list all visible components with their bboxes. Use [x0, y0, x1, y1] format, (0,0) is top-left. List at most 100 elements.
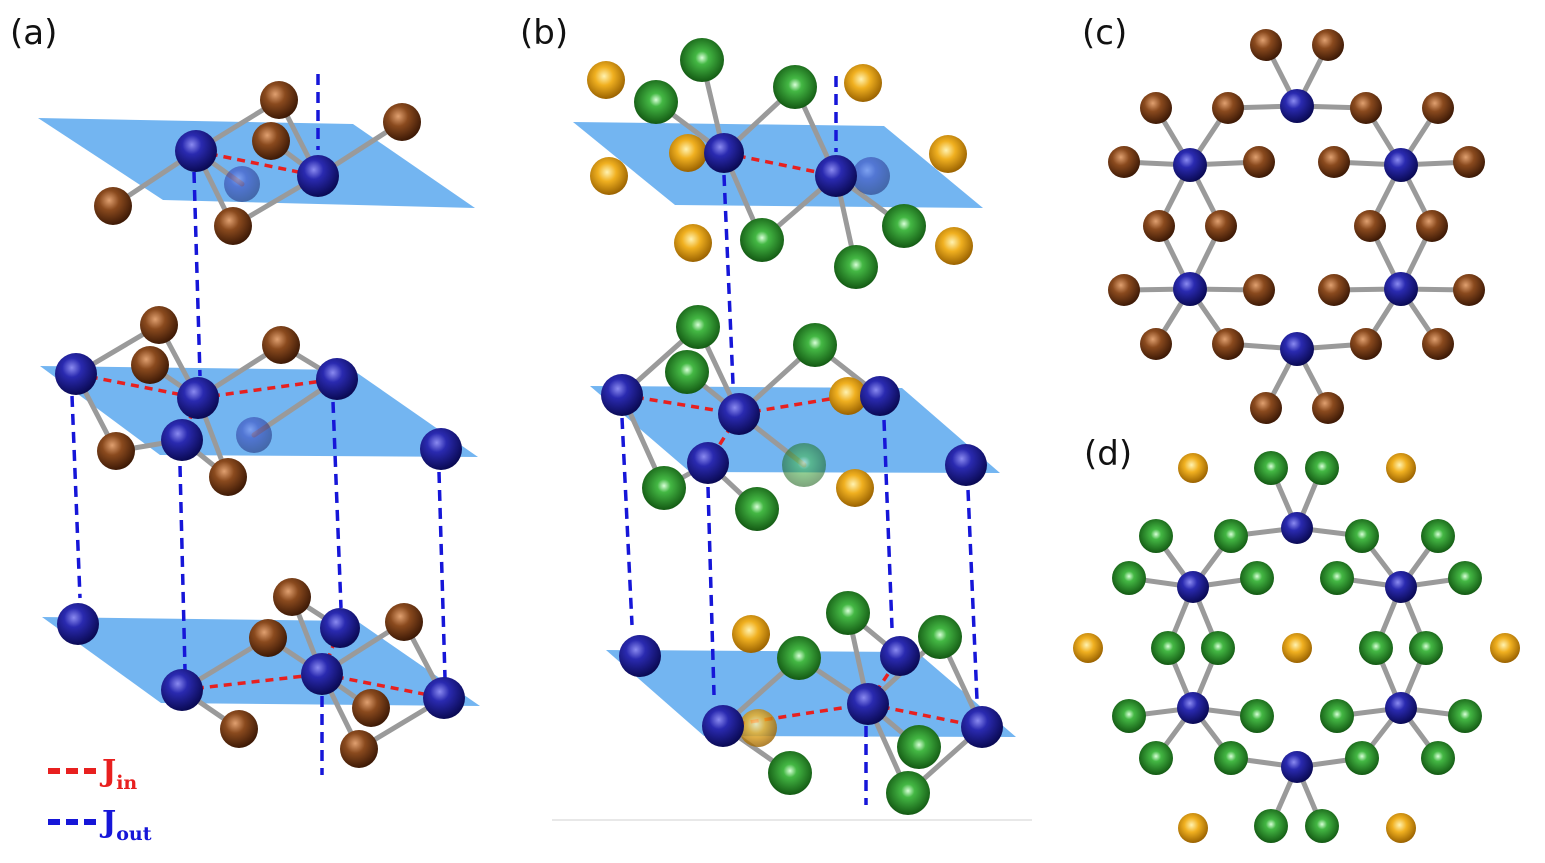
- gold-atom: [1386, 453, 1416, 483]
- blue-atom: [1280, 89, 1314, 123]
- panel-d-structure: [1073, 451, 1520, 843]
- brown-atom: [1140, 328, 1172, 360]
- green-atom: [1254, 809, 1288, 843]
- panel-label-a: (a): [10, 13, 57, 53]
- brown-atom: [1250, 392, 1282, 424]
- blue-atom: [880, 636, 920, 676]
- gold-atom: [732, 615, 770, 653]
- blue-atom-faded: [852, 157, 890, 195]
- blue-atom-faded: [236, 417, 272, 453]
- brown-atom: [1140, 92, 1172, 124]
- brown-atom: [131, 346, 169, 384]
- plane-b-top: [573, 122, 983, 208]
- blue-atom: [1385, 571, 1417, 603]
- blue-atom: [1177, 692, 1209, 724]
- gold-atom: [590, 157, 628, 195]
- blue-atom: [704, 133, 744, 173]
- green-atom-faded: [782, 443, 826, 487]
- blue-atom: [55, 353, 97, 395]
- panel-label-d: (d): [1084, 434, 1132, 474]
- blue-atom: [847, 683, 889, 725]
- panel-label-c: (c): [1082, 13, 1127, 53]
- green-atom: [1240, 561, 1274, 595]
- gold-atom: [844, 64, 882, 102]
- green-atom: [1409, 631, 1443, 665]
- gold-atom: [587, 61, 625, 99]
- blue-atom: [860, 376, 900, 416]
- j-out-lines-b: [620, 76, 979, 805]
- green-atom: [1345, 741, 1379, 775]
- green-atom: [1139, 519, 1173, 553]
- blue-atom: [1177, 571, 1209, 603]
- green-atom: [1448, 699, 1482, 733]
- green-atom: [642, 466, 686, 510]
- brown-atom: [214, 207, 252, 245]
- gold-atom: [1073, 633, 1103, 663]
- green-atom: [735, 487, 779, 531]
- brown-atom: [273, 578, 311, 616]
- blue-atom: [420, 428, 462, 470]
- brown-atom: [1108, 146, 1140, 178]
- brown-atom: [1354, 210, 1386, 242]
- gold-atom: [836, 469, 874, 507]
- blue-atom: [1384, 272, 1418, 306]
- green-atom: [793, 323, 837, 367]
- green-atom: [768, 751, 812, 795]
- brown-atom: [249, 619, 287, 657]
- blue-atom: [961, 706, 1003, 748]
- brown-atom: [1350, 92, 1382, 124]
- gold-atom: [1178, 813, 1208, 843]
- blue-atom: [702, 705, 744, 747]
- panel-a-structure: [38, 74, 480, 775]
- brown-atom: [1422, 328, 1454, 360]
- legend-j-in-label: Jin: [99, 754, 137, 794]
- brown-atom: [140, 306, 178, 344]
- green-atom: [665, 350, 709, 394]
- panel-label-b: (b): [520, 13, 568, 53]
- green-atom: [1112, 561, 1146, 595]
- blue-atom: [423, 677, 465, 719]
- blue-atom: [687, 442, 729, 484]
- brown-atom: [1205, 210, 1237, 242]
- green-atom: [897, 725, 941, 769]
- brown-atom: [1422, 92, 1454, 124]
- blue-atom: [320, 608, 360, 648]
- green-atom: [1151, 631, 1185, 665]
- brown-atom: [1312, 29, 1344, 61]
- blue-atom: [1281, 751, 1313, 783]
- gold-atom: [829, 377, 867, 415]
- gold-atom: [935, 227, 973, 265]
- panel-c-structure: [1108, 29, 1485, 424]
- legend-j-out-label: Jout: [99, 805, 152, 845]
- green-atom: [1305, 451, 1339, 485]
- gold-atom-faded: [739, 709, 777, 747]
- gold-atom: [1490, 633, 1520, 663]
- brown-atom: [1318, 274, 1350, 306]
- blue-atom: [815, 155, 857, 197]
- green-atom: [634, 80, 678, 124]
- blue-atom: [161, 419, 203, 461]
- blue-atom: [601, 374, 643, 416]
- brown-atom: [209, 458, 247, 496]
- blue-atom: [1385, 692, 1417, 724]
- green-atom: [1112, 699, 1146, 733]
- brown-atom: [385, 603, 423, 641]
- blue-atom: [1384, 148, 1418, 182]
- brown-atom: [1108, 274, 1140, 306]
- brown-atom: [94, 187, 132, 225]
- brown-atom: [1243, 274, 1275, 306]
- green-atom: [834, 245, 878, 289]
- brown-atom: [252, 122, 290, 160]
- green-atom: [1240, 699, 1274, 733]
- green-atom: [1254, 451, 1288, 485]
- blue-atom: [316, 358, 358, 400]
- brown-atom: [1453, 274, 1485, 306]
- brown-atom: [340, 730, 378, 768]
- brown-atom: [1212, 92, 1244, 124]
- gold-atom: [1178, 453, 1208, 483]
- brown-atom: [1243, 146, 1275, 178]
- panel-b-structure: [552, 38, 1032, 821]
- green-atom: [676, 305, 720, 349]
- legend: Jin Jout: [48, 754, 152, 845]
- blue-atom: [1280, 332, 1314, 366]
